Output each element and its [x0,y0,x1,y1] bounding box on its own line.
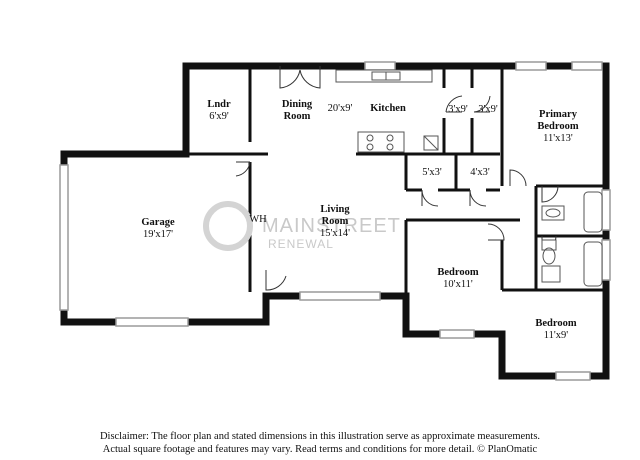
watermark: MAINSTREET RENEWAL [203,201,401,251]
living-label-line2: Room [322,216,349,227]
disclaimer: Disclaimer: The floor plan and stated di… [0,430,640,456]
windows [59,61,611,381]
laundry-label: Lndr [207,99,231,110]
floor-plan: MAINSTREET RENEWAL Lndr 6'x9' Dining Roo… [59,61,611,381]
primary-bedroom-label-line1: Primary [539,109,578,120]
disclaimer-line1: Disclaimer: The floor plan and stated di… [99,431,541,442]
closet-d-dim: 4'x3' [470,167,490,178]
kitchen-label: Kitchen [370,103,406,114]
kitchen-counter [335,69,439,153]
bedroom-2-label: Bedroom [437,267,478,278]
watermark-logo-icon [203,201,253,251]
living-dim: 15'x14' [320,228,350,239]
room-labels: Lndr 6'x9' Dining Room 20'x9' Kitchen 3'… [141,99,578,341]
watermark-line2: RENEWAL [268,237,334,251]
water-heater-label: WH [249,214,267,225]
closet-a-dim: 3'x9' [448,104,468,115]
watermark-line1: MAINSTREET [262,215,401,237]
kitchen-dim: 20'x9' [328,103,353,114]
primary-bedroom-dim: 11'x13' [543,133,573,144]
bedroom-2-dim: 10'x11' [443,279,473,290]
disclaimer-line2: Actual square footage and features may v… [102,444,538,455]
interior-walls [64,66,606,334]
laundry-dim: 6'x9' [209,111,229,122]
garage-label: Garage [141,217,175,228]
bedroom-3-label: Bedroom [535,318,576,329]
dining-label-line1: Dining [282,99,313,110]
doors [235,66,559,291]
closet-b-dim: 3'x9' [478,104,498,115]
closet-c-dim: 5'x3' [422,167,442,178]
bathroom-fixtures [541,191,603,287]
living-label: Living [320,204,350,215]
garage-dim: 19'x17' [143,229,173,240]
dining-label-line2: Room [284,111,311,122]
primary-bedroom-label-line2: Bedroom [537,121,578,132]
bedroom-3-dim: 11'x9' [544,330,569,341]
